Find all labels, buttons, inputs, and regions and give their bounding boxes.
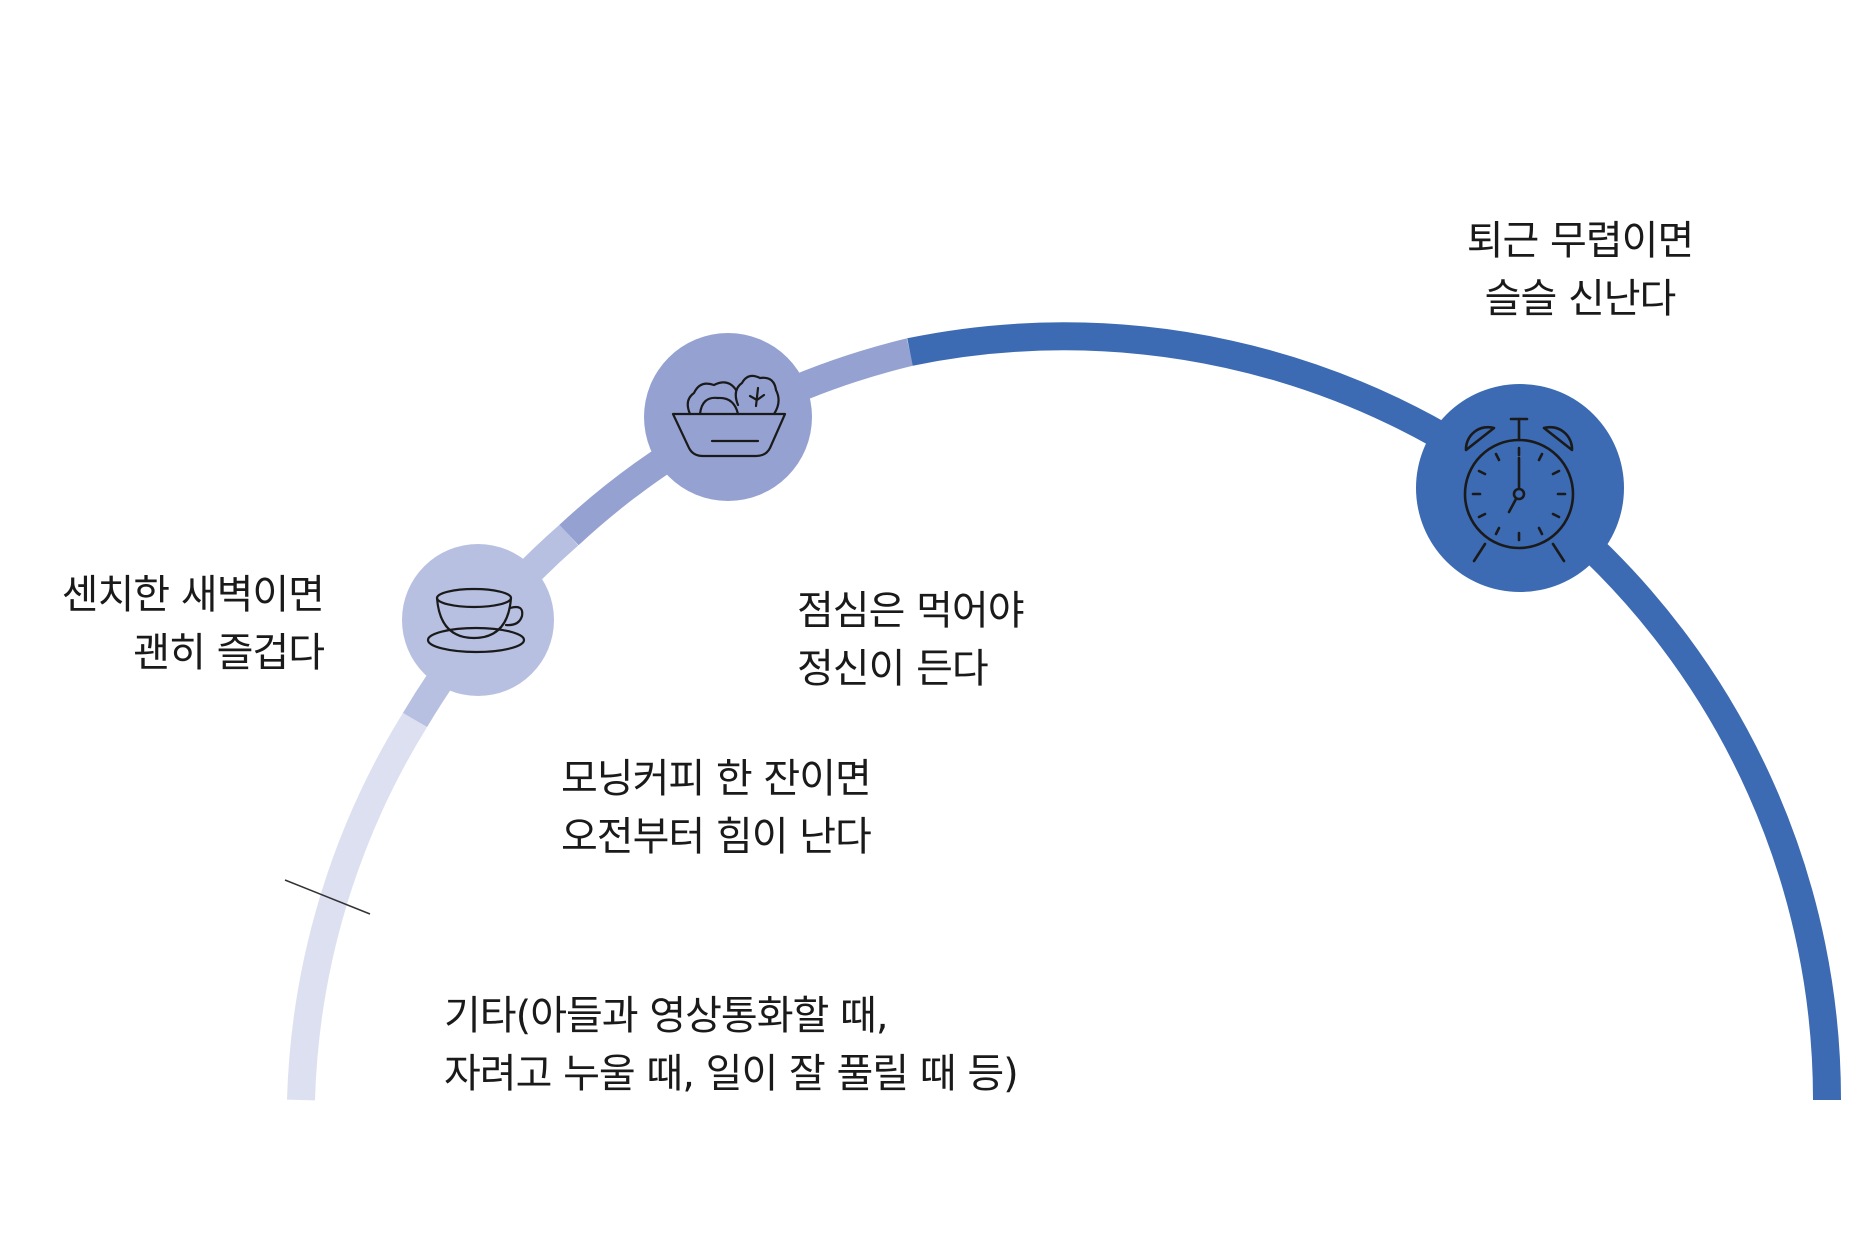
label-other: 기타(아들과 영상통화할 때, 자려고 누울 때, 일이 잘 풀릴 때 등) xyxy=(444,987,1019,1103)
label-evening: 퇴근 무렵이면 슬슬 신난다 xyxy=(1430,212,1730,328)
label-dawn: 센치한 새벽이면 괜히 즐겁다 xyxy=(20,566,325,682)
divider-tick xyxy=(284,879,371,915)
coffee-cup-icon xyxy=(426,587,526,654)
label-lunch-line-2: 정신이 든다 xyxy=(797,646,989,692)
label-other-line-2: 자려고 누울 때, 일이 잘 풀릴 때 등) xyxy=(444,1051,1019,1097)
label-morning-coffee: 모닝커피 한 잔이면 오전부터 힘이 난다 xyxy=(561,750,872,866)
label-dawn-line-1: 센치한 새벽이면 xyxy=(61,572,325,618)
coffee-node xyxy=(402,544,554,696)
alarm-clock-icon xyxy=(1463,417,1575,563)
arc-segment-evening xyxy=(907,322,1842,1101)
label-evening-line-1: 퇴근 무렵이면 xyxy=(1466,218,1695,264)
salad-node xyxy=(644,333,812,501)
arc-segment-other xyxy=(287,712,427,1101)
label-lunch-line-1: 점심은 먹어야 xyxy=(797,588,1025,634)
label-dawn-line-2: 괜히 즐겁다 xyxy=(133,630,325,676)
label-morning-line-1: 모닝커피 한 잔이면 xyxy=(561,756,872,802)
label-evening-line-2: 슬슬 신난다 xyxy=(1484,276,1677,322)
label-other-line-1: 기타(아들과 영상통화할 때, xyxy=(444,993,889,1039)
salad-bowl-icon xyxy=(671,374,787,458)
label-lunch: 점심은 먹어야 정신이 든다 xyxy=(797,582,1025,698)
label-morning-line-2: 오전부터 힘이 난다 xyxy=(561,814,872,860)
